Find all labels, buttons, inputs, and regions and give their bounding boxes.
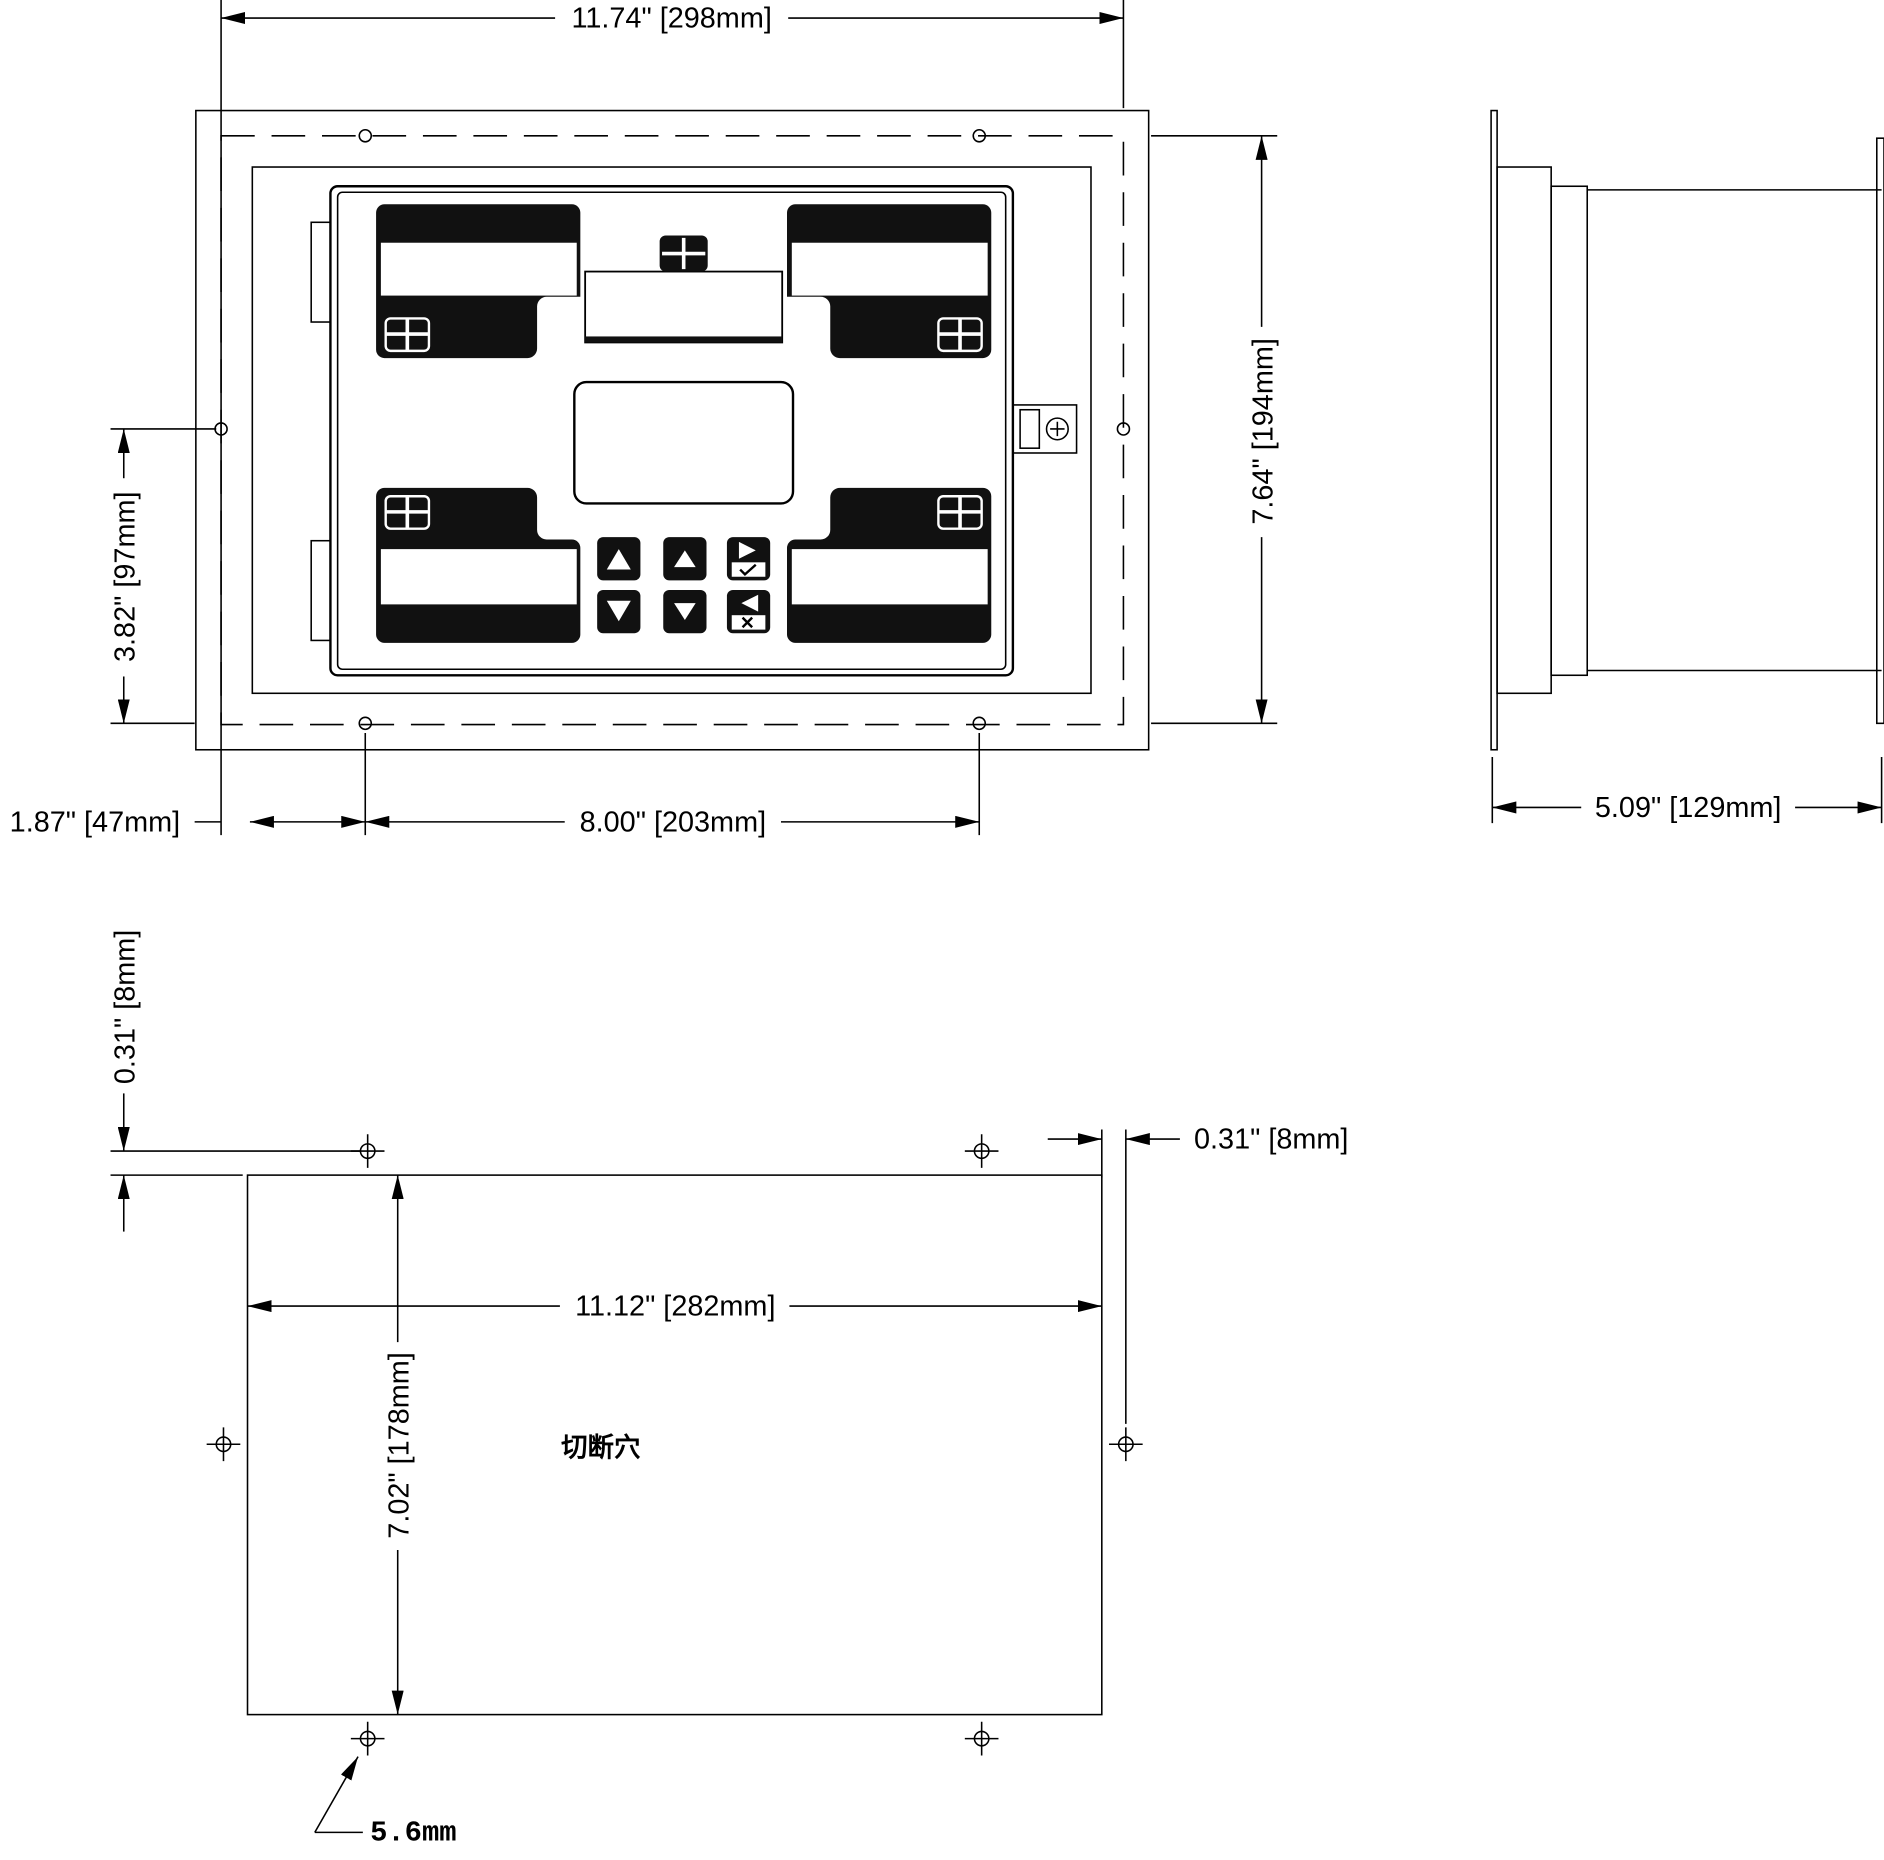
cutout-label: 切断穴 [561,1432,641,1463]
front-dimensions: 11.74" [298mm] 7.64" [194mm] 3.82" [97mm… [10,0,1279,838]
latch [1012,404,1078,454]
cutout-height-dim-label: 7.02" [178mm] [384,1352,416,1539]
mount-holes [214,128,1131,731]
cutout-view: 0.31" [8mm] 0.31" [8mm] 11.12" [282mm] 7… [110,930,1349,1850]
left-offset-dim-label: 1.87" [47mm] [10,806,180,838]
width-dim-label: 11.74" [298mm] [571,3,771,35]
keypad [597,537,771,634]
top-margin-dim-label: 0.31" [8mm] [110,930,142,1084]
cutout-holes [206,1134,1143,1756]
cutout-width-dim-label: 11.12" [282mm] [575,1291,775,1323]
side-view: 5.09" [129mm] [1490,109,1884,824]
hinge-top [310,221,332,323]
hole-spacing-dim-label: 8.00" [203mm] [580,806,767,838]
bezel [251,166,1092,695]
hinge-bottom [310,539,332,642]
lcd-screen [573,380,795,505]
mount-hole-height-dim-label: 3.82" [97mm] [110,492,142,662]
display-center [584,270,784,344]
height-dim-label: 7.64" [194mm] [1247,338,1279,525]
depth-dim-label: 5.09" [129mm] [1595,792,1781,824]
hole-diameter-label: 5.6mm [370,1817,457,1850]
outer-flange [195,109,1150,751]
right-margin-dim-label: 0.31" [8mm] [1194,1124,1348,1156]
cutout-outline [246,1174,1103,1716]
logo-icons [384,317,983,530]
front-view [195,109,1150,751]
